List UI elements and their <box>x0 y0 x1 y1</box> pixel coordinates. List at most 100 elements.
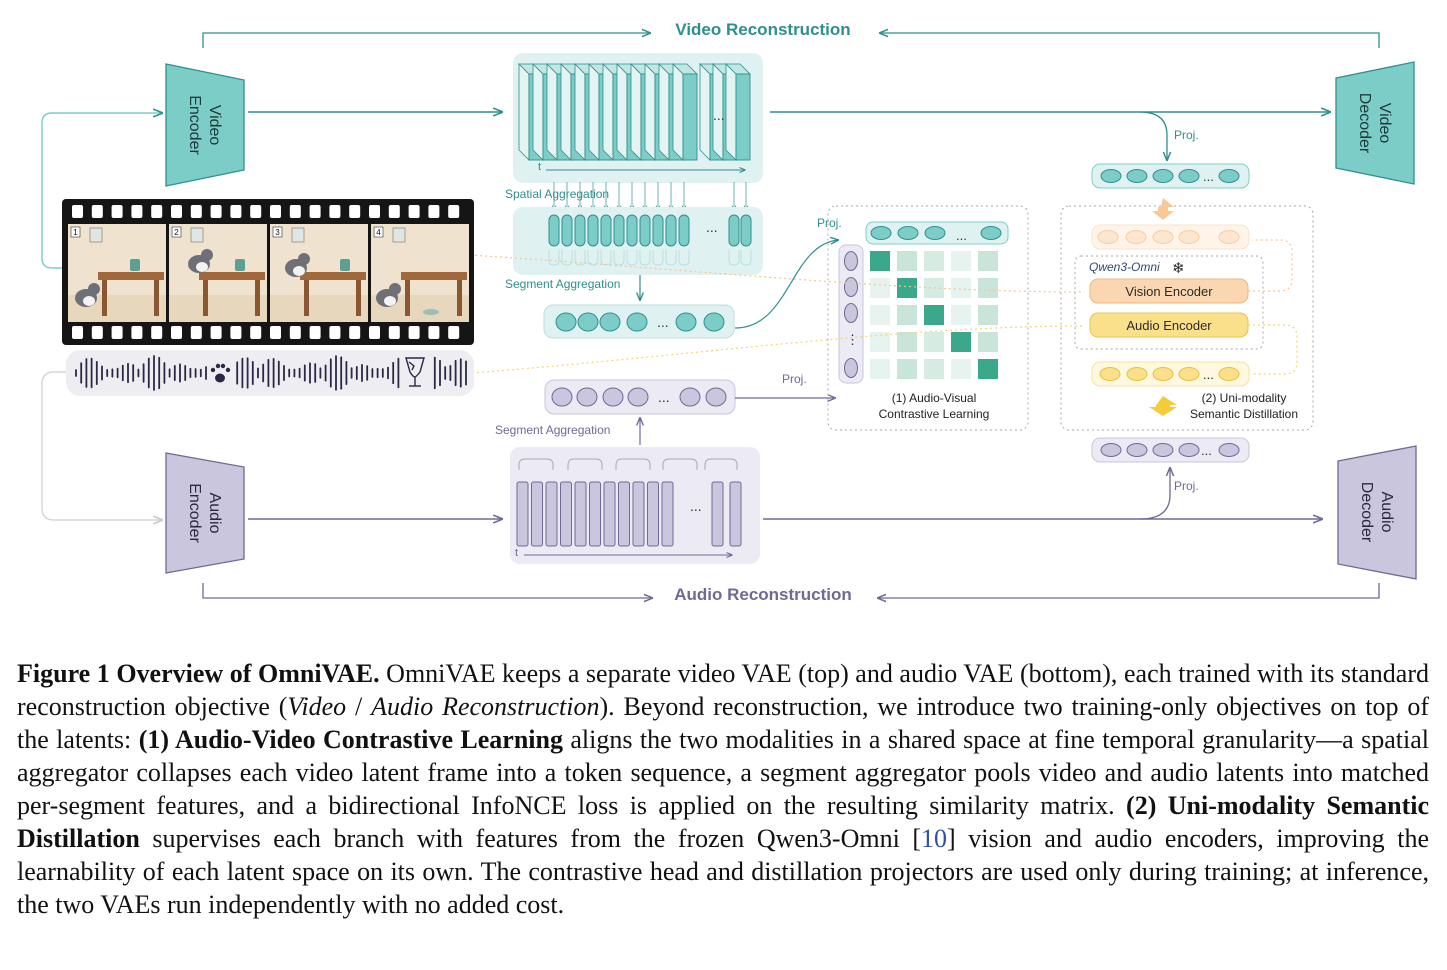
audio-latent-slice <box>516 481 529 547</box>
audio-time-label: t <box>515 547 518 559</box>
vision-teacher-token <box>1097 230 1119 244</box>
matrix-cell <box>870 278 890 298</box>
sprocket-hole <box>309 326 321 339</box>
figure-label: Figure 1 <box>17 659 110 688</box>
segment-bracket <box>615 458 651 470</box>
caption-text-3: aligns the two modalities in a shared sp… <box>17 725 1429 820</box>
video-reconstruction-bracket: Video Reconstruction <box>202 20 1380 48</box>
vision-teacher-token <box>1152 230 1174 244</box>
sprocket-hole <box>190 326 202 339</box>
matrix-cell <box>978 332 998 352</box>
matrix-cell <box>951 305 971 325</box>
omnivae-diagram: Video Reconstruction Audio Reconstructio… <box>41 20 1417 604</box>
caption-text-1: OmniVAE keeps a separate video VAE (top)… <box>17 659 1429 721</box>
sprocket-hole <box>91 326 103 339</box>
proj-video-token <box>1152 169 1174 183</box>
citation-link[interactable]: 10 <box>921 824 948 853</box>
contrast-video-token <box>980 226 1002 240</box>
proj-audio-token <box>1100 443 1122 457</box>
proj-video-token <box>1100 169 1122 183</box>
broken-glass-icon <box>405 357 425 387</box>
sprocket-hole <box>289 205 301 218</box>
spatial-ellipsis: ... <box>706 219 718 235</box>
proj-audio-token <box>1178 443 1200 457</box>
frame-number: 4 <box>376 228 381 237</box>
sprocket-hole <box>210 326 222 339</box>
spatial-token-shadow <box>740 250 752 266</box>
spatial-token <box>678 214 690 247</box>
audio-latent-slice <box>647 481 659 547</box>
sprocket-hole <box>428 326 440 339</box>
spatial-token <box>587 214 599 247</box>
vision-teacher-token <box>1218 230 1240 244</box>
matrix-cell <box>978 278 998 298</box>
proj-video-distill-label: Proj. <box>1174 128 1199 142</box>
sprocket-hole <box>230 205 242 218</box>
video-seg-ellipsis: ... <box>657 314 669 330</box>
snowflake-icon: ❄ <box>1172 260 1185 277</box>
audio-latent-slice <box>589 481 601 547</box>
spatial-token-shadow <box>639 250 651 266</box>
proj-audio-ellipsis: ... <box>1201 443 1212 458</box>
video-frame: 4 <box>371 224 469 322</box>
video-encoder-label-2: Encoder <box>186 95 203 155</box>
segment-aggregation-video-label: Segment Aggregation <box>505 277 620 291</box>
spatial-token <box>626 214 638 247</box>
audio-teacher-token <box>1126 367 1148 381</box>
spatial-token-shadow <box>652 250 664 266</box>
segment-bracket <box>704 458 738 470</box>
spatial-token <box>574 214 586 247</box>
audio-latent-slice <box>545 481 558 547</box>
spatial-token <box>665 214 677 247</box>
sprocket-hole <box>91 205 103 218</box>
matrix-cell-positive <box>897 278 917 298</box>
spatial-token-shadow <box>613 250 625 266</box>
audio-latent-slice <box>560 481 572 547</box>
sprocket-hole <box>329 205 341 218</box>
audio-latent-slice <box>574 481 587 547</box>
matrix-cell <box>897 305 917 325</box>
sprocket-hole <box>151 205 163 218</box>
audio-decoder: Audio Decoder <box>1337 445 1417 580</box>
figure-title: Overview of OmniVAE. <box>116 659 380 688</box>
spatial-token <box>600 214 612 247</box>
sprocket-hole <box>289 326 301 339</box>
audio-latent-slice <box>618 481 630 547</box>
spatial-aggregation-label: Spatial Aggregation <box>505 187 609 201</box>
contrastive-title-2: Contrastive Learning <box>879 407 990 421</box>
sprocket-hole <box>171 205 182 218</box>
sprocket-hole <box>448 326 460 339</box>
audio-teacher-ellipsis: ... <box>1203 367 1214 382</box>
matrix-cell <box>924 332 944 352</box>
sprocket-hole <box>210 205 222 218</box>
segment-bracket <box>662 458 698 470</box>
matrix-cell <box>897 251 917 271</box>
sprocket-hole <box>111 326 123 339</box>
audio-latent-slice <box>531 481 543 547</box>
video-segment-token <box>555 312 577 332</box>
audio-latent-block: ... t <box>510 447 760 564</box>
caption-text-4: supervises each branch with features fro… <box>139 824 922 853</box>
spatial-token <box>652 214 664 247</box>
paw-icon <box>210 363 231 383</box>
contrastive-title-1: (1) Audio-Visual <box>892 391 977 405</box>
audio-reconstruction-label: Audio Reconstruction <box>674 585 852 604</box>
sprocket-hole <box>111 205 123 218</box>
segment-bracket <box>518 458 554 470</box>
proj-video-ellipsis: ... <box>1203 169 1214 184</box>
video-frame: 1 <box>68 224 166 322</box>
spatial-token-shadow <box>728 250 740 266</box>
video-input-arrow <box>41 113 162 269</box>
audio-encoder: Audio Encoder <box>165 452 245 574</box>
caption-text-5: ] vision and audio encoders, improving t… <box>17 824 1429 919</box>
contrast-video-token <box>870 226 892 240</box>
video-segment-token <box>675 312 697 332</box>
frame-number: 3 <box>275 228 280 237</box>
matrix-cell-positive <box>978 359 998 379</box>
video-segment-token <box>599 312 621 332</box>
audio-reconstruction-bracket: Audio Reconstruction <box>202 583 1380 604</box>
video-frame: 3 <box>270 224 368 322</box>
matrix-cell <box>870 332 890 352</box>
spatial-token-shadow <box>626 250 638 266</box>
contrast-top-ellipsis: ... <box>956 228 967 243</box>
